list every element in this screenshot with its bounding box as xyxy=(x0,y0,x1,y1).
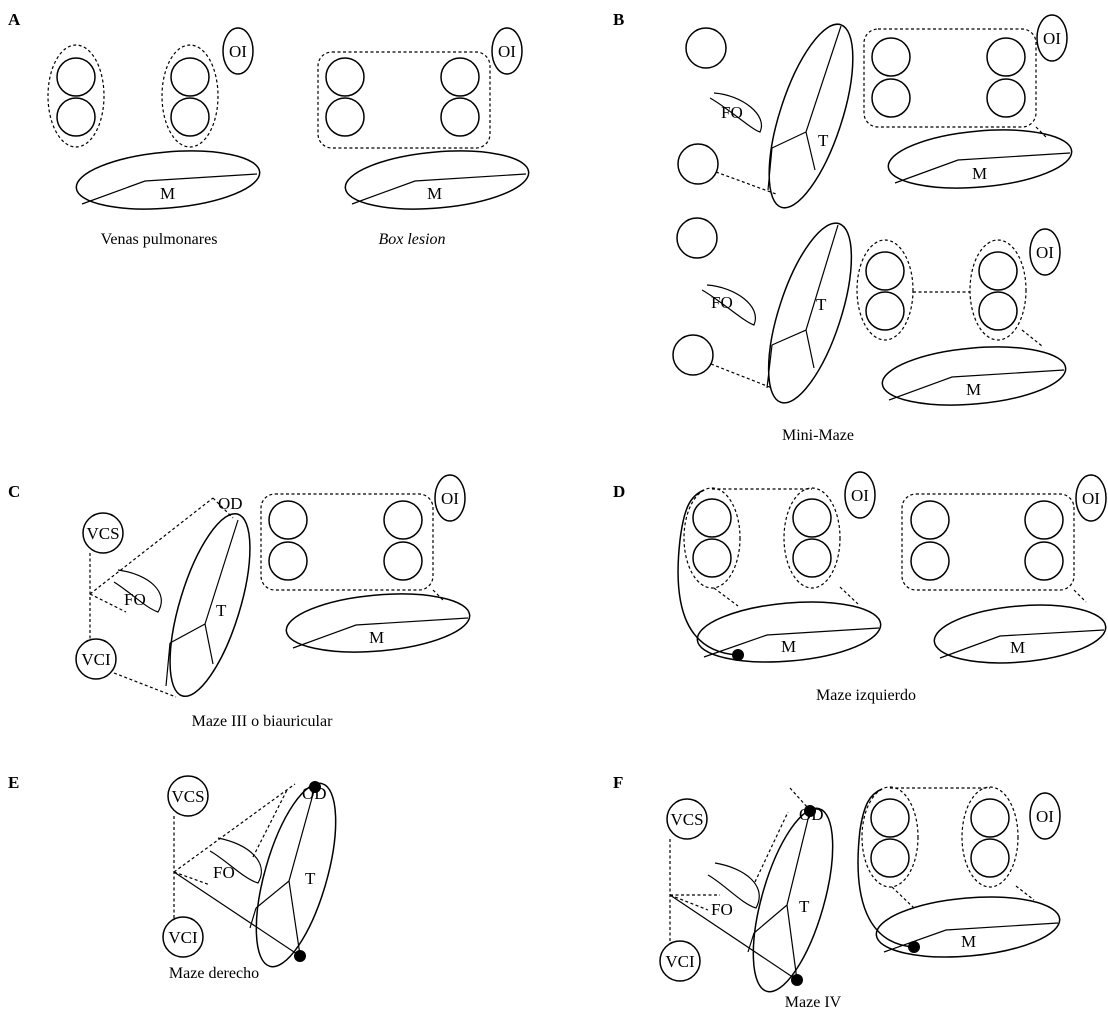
caption: Mini-Maze xyxy=(782,427,854,444)
mini-maze-top-figure: FO T OI M xyxy=(677,14,1073,209)
oi-label: OI xyxy=(441,489,459,508)
pulmonary-vein xyxy=(56,97,96,137)
t-label: T xyxy=(216,601,227,620)
m-label: M xyxy=(966,380,981,399)
vcs-circle xyxy=(167,775,209,817)
caption: Maze III o biauricular xyxy=(192,713,333,730)
vcs-label: VCS xyxy=(171,787,204,806)
maze-izquierdo-left-figure: OI M xyxy=(677,471,882,663)
tricuspid-valve xyxy=(255,782,337,968)
panel-letter: C xyxy=(8,482,20,501)
tricuspid-valve xyxy=(767,222,853,404)
tricuspid-valve xyxy=(169,512,251,698)
fo-label: FO xyxy=(711,293,733,312)
mitral-valve xyxy=(344,150,530,210)
panel-letter: E xyxy=(8,773,19,792)
m-label: M xyxy=(972,164,987,183)
pulmonary-vein xyxy=(56,57,96,97)
maze-izquierdo-right-figure: OI M xyxy=(901,474,1107,664)
panel-letter: F xyxy=(613,773,623,792)
panel-letter: A xyxy=(8,10,21,29)
left-appendage xyxy=(222,27,254,75)
oi-label: OI xyxy=(1082,489,1100,508)
oi-label: OI xyxy=(229,42,247,61)
left-appendage xyxy=(491,27,523,75)
panel-letter: D xyxy=(613,482,625,501)
vcs-label: VCS xyxy=(670,810,703,829)
t-label: T xyxy=(818,131,829,150)
tricuspid-valve xyxy=(752,807,834,993)
caption: Box lesion xyxy=(378,231,445,248)
m-label: M xyxy=(369,628,384,647)
pulmonary-vein xyxy=(325,57,365,97)
panel-f: F VCS VCI OD FO T OI M Maze IV xyxy=(613,773,1061,1011)
t-label: T xyxy=(305,869,316,888)
panel-a: A OI M Venas pulmonares OI xyxy=(8,10,530,248)
fo-label: FO xyxy=(213,863,235,882)
caption: Maze izquierdo xyxy=(816,687,916,704)
oi-label: OI xyxy=(1043,29,1061,48)
lesion-point xyxy=(732,649,744,661)
lesion-point xyxy=(804,805,816,817)
m-label: M xyxy=(961,932,976,951)
caption: Venas pulmonares xyxy=(101,231,218,248)
oi-label: OI xyxy=(851,486,869,505)
panel-letter: B xyxy=(613,10,624,29)
vci-label: VCI xyxy=(81,650,111,669)
vci-circle xyxy=(162,916,204,958)
oi-label: OI xyxy=(1036,243,1054,262)
panel-e: E VCS VCI OD FO T Maze derecho xyxy=(8,773,337,982)
lesion-point xyxy=(309,781,321,793)
mitral-valve xyxy=(75,150,261,210)
m-label: M xyxy=(160,184,175,203)
vci-circle xyxy=(659,940,701,982)
pulmonary-vein xyxy=(440,97,480,137)
oi-label: OI xyxy=(498,42,516,61)
fo-label: FO xyxy=(711,900,733,919)
t-label: T xyxy=(816,295,827,314)
vcs-circle xyxy=(82,512,124,554)
t-label: T xyxy=(799,897,810,916)
od-label: OD xyxy=(218,494,243,513)
panel-b: B FO T OI M FO xyxy=(613,10,1073,444)
lesion-point xyxy=(908,941,920,953)
pulmonary-vein xyxy=(325,97,365,137)
m-label: M xyxy=(427,184,442,203)
vcs-circle xyxy=(666,798,708,840)
vci-circle xyxy=(75,638,117,680)
m-label: M xyxy=(1010,638,1025,657)
vci-label: VCI xyxy=(665,952,695,971)
m-label: M xyxy=(781,637,796,656)
mini-maze-bottom-figure: FO T OI M xyxy=(672,217,1067,406)
pulmonary-vein xyxy=(170,97,210,137)
fo-label: FO xyxy=(721,103,743,122)
pulmonary-vein xyxy=(440,57,480,97)
fo-label: FO xyxy=(124,590,146,609)
lesion-point xyxy=(294,950,306,962)
vci-label: VCI xyxy=(168,928,198,947)
box-lesion-figure: OI M Box lesion xyxy=(317,27,530,248)
tricuspid-valve xyxy=(768,23,854,209)
caption: Maze derecho xyxy=(169,965,259,982)
pulmonary-vein xyxy=(170,57,210,97)
vcs-label: VCS xyxy=(86,524,119,543)
caption: Maze IV xyxy=(785,994,842,1011)
lesion-point xyxy=(791,974,803,986)
venas-pulmonares-figure: OI M Venas pulmonares xyxy=(47,27,261,248)
panel-d: D OI M OI xyxy=(613,471,1107,704)
oi-label: OI xyxy=(1036,807,1054,826)
panel-c: C VCS VCI OD FO T OI M Maze III o biauri… xyxy=(8,474,471,730)
